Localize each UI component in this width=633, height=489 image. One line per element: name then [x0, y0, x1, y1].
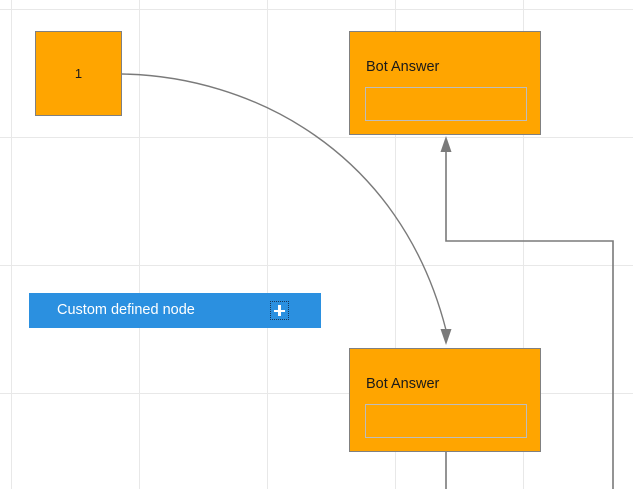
custom-defined-node-label: Custom defined node	[57, 302, 195, 319]
edge-curved-node1-to-bot-answer-bottom[interactable]	[121, 73, 452, 345]
arrowhead-up-icon	[440, 136, 452, 152]
node-answer-slot[interactable]	[365, 87, 527, 121]
node-title: Bot Answer	[366, 59, 440, 75]
node-answer-slot[interactable]	[365, 404, 527, 438]
node-square-label: 1	[74, 66, 83, 81]
node-title: Bot Answer	[366, 376, 440, 392]
node-square-1[interactable]: 1	[35, 31, 122, 116]
plus-icon[interactable]	[270, 301, 289, 320]
custom-defined-node-button[interactable]: Custom defined node	[29, 293, 321, 328]
edge-orthogonal-to-bot-answer-top[interactable]	[440, 136, 614, 489]
arrowhead-down-icon	[440, 329, 452, 345]
node-bot-answer-bottom[interactable]: Bot Answer	[349, 348, 541, 452]
node-bot-answer-top[interactable]: Bot Answer	[349, 31, 541, 135]
